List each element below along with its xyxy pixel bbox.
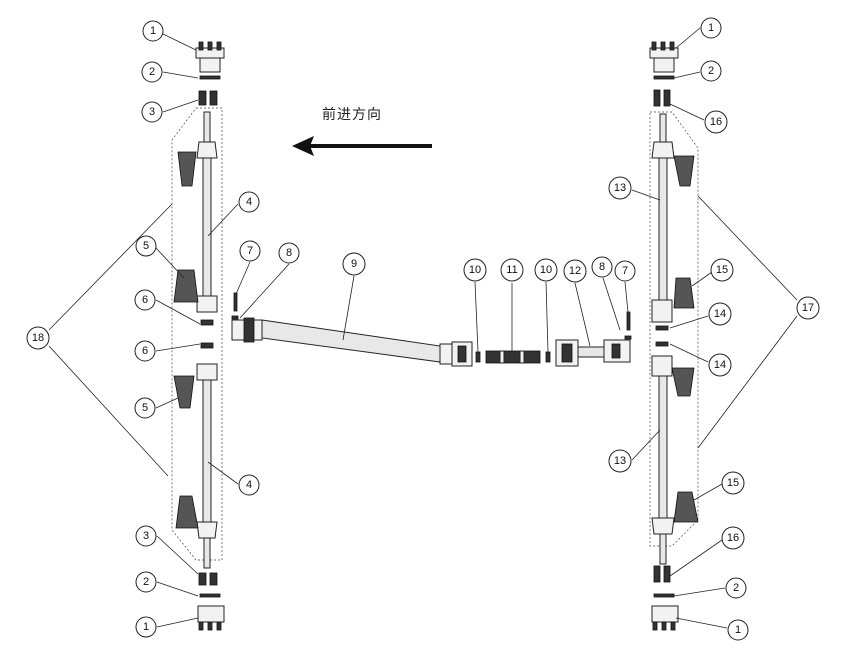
svg-text:10: 10 xyxy=(540,264,552,276)
callout-17: 17 xyxy=(796,296,820,320)
svg-text:11: 11 xyxy=(506,264,517,276)
callout-11: 11 xyxy=(500,258,524,282)
svg-text:14: 14 xyxy=(714,359,726,371)
forward-direction-label: 前进方向 xyxy=(322,107,382,123)
svg-text:8: 8 xyxy=(599,261,605,273)
svg-text:16: 16 xyxy=(727,532,739,544)
svg-text:7: 7 xyxy=(247,245,253,257)
svg-text:1: 1 xyxy=(150,25,156,37)
right-shaft-assembly xyxy=(649,41,699,631)
svg-text:15: 15 xyxy=(727,477,739,489)
callout-13-right-upper: 13 xyxy=(608,176,632,200)
callout-9: 9 xyxy=(342,252,366,276)
svg-text:17: 17 xyxy=(802,302,814,314)
svg-text:5: 5 xyxy=(143,240,149,252)
right-boot-lower xyxy=(673,491,699,523)
svg-text:12: 12 xyxy=(569,265,581,277)
callout-2-right-top: 2 xyxy=(700,60,722,82)
right-boot-mid-lower xyxy=(671,367,695,397)
callout-1-left-top: 1 xyxy=(142,20,164,42)
callout-5-left-upper: 5 xyxy=(135,235,157,257)
left-boot-mid-lower xyxy=(173,375,195,409)
svg-text:4: 4 xyxy=(246,196,252,208)
callout-4-left-upper: 4 xyxy=(238,191,260,213)
svg-text:2: 2 xyxy=(733,582,739,594)
leader-lines xyxy=(48,27,798,629)
left-boot-mid-upper xyxy=(173,269,199,303)
left-top-hub xyxy=(195,41,225,106)
callout-10-left: 10 xyxy=(463,258,487,282)
right-top-hub xyxy=(649,41,679,107)
callout-2-left-bottom: 2 xyxy=(135,571,157,593)
svg-text:1: 1 xyxy=(735,624,741,636)
center-drive-shaft xyxy=(231,292,632,367)
svg-text:9: 9 xyxy=(351,258,357,270)
callout-5-left-lower: 5 xyxy=(134,397,156,419)
svg-text:8: 8 xyxy=(286,247,292,259)
svg-text:13: 13 xyxy=(614,455,626,467)
callout-14-right-lower: 14 xyxy=(708,353,732,377)
svg-text:3: 3 xyxy=(143,530,149,542)
callout-12: 12 xyxy=(563,259,587,283)
svg-text:15: 15 xyxy=(716,264,728,276)
left-boot-upper xyxy=(177,151,197,187)
svg-text:3: 3 xyxy=(149,106,155,118)
callout-8-center-right: 8 xyxy=(591,256,613,278)
right-boot-mid-upper xyxy=(673,277,695,309)
callout-6-left-lower: 6 xyxy=(134,340,156,362)
right-boot-upper xyxy=(673,155,695,187)
callout-1-left-bottom: 1 xyxy=(135,616,157,638)
callout-7-center-left: 7 xyxy=(239,240,261,262)
callout-1-right-top: 1 xyxy=(700,17,722,39)
callout-3-left-top: 3 xyxy=(141,101,163,123)
callout-2-right-bottom: 2 xyxy=(725,577,747,599)
svg-text:2: 2 xyxy=(143,576,149,588)
callout-6-left-upper: 6 xyxy=(134,289,156,311)
callout-3-left-bottom: 3 xyxy=(135,525,157,547)
svg-text:16: 16 xyxy=(710,116,722,128)
callout-10-right: 10 xyxy=(534,258,558,282)
callout-4-left-lower: 4 xyxy=(238,474,260,496)
svg-text:1: 1 xyxy=(143,621,149,633)
svg-text:6: 6 xyxy=(142,294,148,306)
left-boot-lower xyxy=(175,495,199,529)
svg-text:10: 10 xyxy=(469,264,481,276)
left-shaft-assembly xyxy=(171,41,225,631)
svg-text:5: 5 xyxy=(142,402,148,414)
forward-direction-arrow xyxy=(292,136,432,156)
callout-14-right-upper: 14 xyxy=(708,302,732,326)
svg-text:2: 2 xyxy=(708,65,714,77)
callout-8-center-left: 8 xyxy=(278,242,300,264)
svg-text:14: 14 xyxy=(714,308,726,320)
callout-16-right-bottom: 16 xyxy=(721,526,745,550)
svg-text:4: 4 xyxy=(246,479,252,491)
callout-2-left-top: 2 xyxy=(141,61,163,83)
svg-text:1: 1 xyxy=(708,22,714,34)
svg-text:2: 2 xyxy=(149,66,155,78)
callout-1-right-bottom: 1 xyxy=(727,619,749,641)
callout-13-right-lower: 13 xyxy=(608,449,632,473)
callout-7-center-right: 7 xyxy=(614,260,636,282)
callout-15-right-lower: 15 xyxy=(721,471,745,495)
svg-text:13: 13 xyxy=(614,182,626,194)
left-bottom-hub xyxy=(197,572,225,631)
callout-15-right-upper: 15 xyxy=(710,258,734,282)
svg-text:18: 18 xyxy=(32,332,44,344)
callout-16-right-top: 16 xyxy=(704,110,728,134)
svg-text:7: 7 xyxy=(622,265,628,277)
svg-text:6: 6 xyxy=(142,345,148,357)
callout-18: 18 xyxy=(26,326,50,350)
right-bottom-hub xyxy=(651,565,679,631)
